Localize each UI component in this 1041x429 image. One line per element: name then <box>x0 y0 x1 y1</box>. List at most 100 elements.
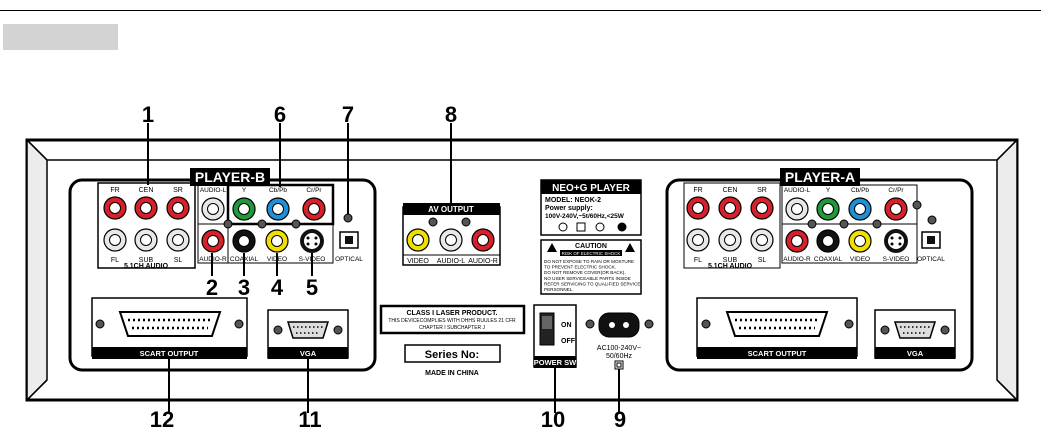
callout-1: 1 <box>142 102 154 127</box>
pb-jack-y[interactable] <box>232 197 256 221</box>
callout-9: 9 <box>614 407 626 429</box>
player-a-title: PLAYER-A <box>785 169 855 185</box>
pa-jack-audio-l[interactable] <box>785 197 809 221</box>
player-a-panel: PLAYER-A FR CEN SR FL SUB SL 5.1CH AUDIO… <box>665 168 974 372</box>
warning-line: PERSONNEL. <box>544 287 574 292</box>
pb-jack-crpr[interactable] <box>302 197 326 221</box>
av-label-video: VIDEO <box>407 258 429 265</box>
pa-label-sub: SUB <box>723 257 738 264</box>
pb-label-sub: SUB <box>139 257 154 264</box>
callout-12: 12 <box>150 407 174 429</box>
pa-optical-port[interactable] <box>921 231 941 249</box>
callout-7: 7 <box>342 102 354 127</box>
pa-label-y: Y <box>826 187 831 194</box>
warning-line: TO PREVENT ELECTRIC SHOCK. <box>544 265 616 270</box>
pa-label-fr: FR <box>693 187 702 194</box>
av-output-title: AV OUTPUT <box>428 205 474 214</box>
pa-label-fl: FL <box>694 257 702 264</box>
ac-label-line1: AC100-240V~ <box>597 345 641 352</box>
pa-jack-fl[interactable] <box>686 228 710 252</box>
pa-jack-audio-r[interactable] <box>785 229 809 253</box>
pb-label-audio-r: AUDIO-R <box>199 256 227 263</box>
callout-10: 10 <box>541 407 565 429</box>
pb-jack-video[interactable] <box>265 229 289 253</box>
model-label: MODEL: NEOK-2 <box>545 197 601 204</box>
pa-label-cen: CEN <box>723 187 738 194</box>
pb-label-optical: OPTICAL <box>335 256 363 263</box>
pa-jack-crpr[interactable] <box>884 197 908 221</box>
power-supply-label: Power supply: <box>545 205 593 212</box>
switch-off-label: OFF <box>561 338 576 345</box>
pb-label-fr: FR <box>110 187 119 194</box>
pb-label-sr: SR <box>173 187 183 194</box>
callout-5: 5 <box>306 275 318 300</box>
power-spec-label: 100V-240V,~5t/60Hz,<25W <box>545 213 625 220</box>
pb-label-sl: SL <box>174 257 183 264</box>
pb-label-51ch: 5.1CH AUDIO <box>124 263 169 270</box>
pb-scart-port[interactable] <box>91 297 248 359</box>
av-jack-audio-r[interactable] <box>471 228 495 252</box>
pb-jack-fl[interactable] <box>103 228 127 252</box>
series-label: Series No: <box>425 349 479 361</box>
pa-scart-port[interactable] <box>696 297 858 359</box>
pa-label-coaxial: COAXIAL <box>814 256 843 263</box>
player-b-panel: PLAYER-B FR CEN SR FL SUB SL 5.1CH AUDIO… <box>68 168 377 372</box>
pa-jack-sr[interactable] <box>750 196 774 220</box>
warning-triangle-icon-left <box>547 243 557 252</box>
warning-triangle-icon-right <box>625 243 635 252</box>
pb-jack-sub[interactable] <box>134 228 158 252</box>
pb-label-y: Y <box>242 187 247 194</box>
callout-6: 6 <box>274 102 286 127</box>
pa-jack-cbpb[interactable] <box>848 197 872 221</box>
pb-jack-sr[interactable] <box>166 196 190 220</box>
player-b-title: PLAYER-B <box>195 169 265 185</box>
pb-label-audio-l: AUDIO-L <box>200 187 227 194</box>
callout-4: 4 <box>271 275 284 300</box>
pb-jack-cbpb[interactable] <box>266 197 290 221</box>
pa-jack-sl[interactable] <box>750 228 774 252</box>
pa-svideo-port[interactable] <box>884 229 908 253</box>
av-jack-audio-l[interactable] <box>439 228 463 252</box>
pb-label-fl: FL <box>111 257 119 264</box>
caution-title: CAUTION <box>575 243 607 250</box>
pa-label-cbpb: Cb/Pb <box>851 187 869 194</box>
pa-jack-video[interactable] <box>848 229 872 253</box>
pa-jack-sub[interactable] <box>718 228 742 252</box>
pb-jack-coaxial[interactable] <box>232 229 256 253</box>
pa-label-audio-r: AUDIO-R <box>783 256 811 263</box>
pb-label-scart: SCART OUTPUT <box>140 349 199 358</box>
brand-label: NEO+G PLAYER <box>552 183 630 194</box>
pb-label-vga: VGA <box>300 349 317 358</box>
pa-label-svideo: S-VIDEO <box>883 256 910 263</box>
pb-jack-audio-l[interactable] <box>201 197 225 221</box>
pa-jack-cen[interactable] <box>718 196 742 220</box>
pa-jack-y[interactable] <box>816 197 840 221</box>
switch-on-label: ON <box>561 322 572 329</box>
pb-optical-port[interactable] <box>339 231 359 249</box>
pa-jack-coaxial[interactable] <box>816 229 840 253</box>
pb-jack-cen[interactable] <box>134 196 158 220</box>
pa-jack-fr[interactable] <box>686 196 710 220</box>
pb-jack-sl[interactable] <box>166 228 190 252</box>
pb-jack-audio-r[interactable] <box>201 229 225 253</box>
pb-vga-port[interactable] <box>267 309 349 359</box>
laser-line1: THIS DEVICECOMPLIES WITH DHHS RUULES 21 … <box>388 318 516 324</box>
pb-svideo-port[interactable] <box>300 229 324 253</box>
av-jack-video[interactable] <box>406 228 430 252</box>
pa-label-sr: SR <box>757 187 767 194</box>
center-section: AV OUTPUT VIDEO AUDIO-L AUDIO-R NEO+G PL… <box>379 179 654 377</box>
power-sw-label: POWER SW <box>534 358 577 367</box>
pb-jack-fr[interactable] <box>103 196 127 220</box>
warning-line: REFER SERVICING TO QUALIFIED SERVICE <box>544 281 640 286</box>
callout-8: 8 <box>445 102 457 127</box>
pa-vga-port[interactable] <box>874 309 956 359</box>
pa-label-optical: OPTICAL <box>917 256 945 263</box>
power-switch[interactable] <box>533 304 577 368</box>
certification-icons <box>558 222 627 232</box>
pa-label-vga: VGA <box>907 349 924 358</box>
warning-line: NO USER SERVICEABLE PARTS INSIDE <box>544 276 631 281</box>
ac-inlet[interactable] <box>585 312 654 338</box>
caution-subtitle: RISK OF ELECTRIC SHOCK <box>562 251 621 256</box>
